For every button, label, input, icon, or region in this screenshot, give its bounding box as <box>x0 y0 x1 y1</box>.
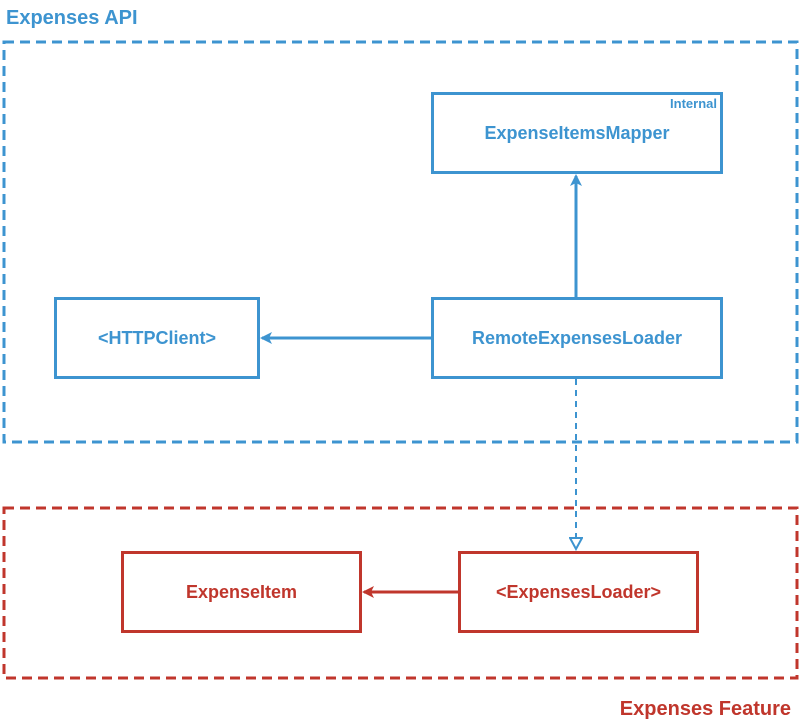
internal-badge: Internal <box>670 96 717 111</box>
api-module-boundary <box>2 40 799 444</box>
expenses-loader-label: <ExpensesLoader> <box>495 581 662 602</box>
remote-expenses-loader-label: RemoteExpensesLoader <box>471 327 683 348</box>
feature-module-boundary <box>2 506 799 680</box>
expense-items-mapper-label: ExpenseItemsMapper <box>484 122 670 143</box>
feature-module-label: Expenses Feature <box>619 698 791 720</box>
expense-items-mapper-node: Internal ExpenseItemsMapper <box>431 92 723 174</box>
http-client-label: <HTTPClient> <box>97 327 217 348</box>
http-client-node: <HTTPClient> <box>54 297 260 379</box>
api-module-label: Expenses API <box>6 7 138 29</box>
expense-item-node: ExpenseItem <box>121 551 362 633</box>
expenses-loader-node: <ExpensesLoader> <box>458 551 699 633</box>
expense-item-label: ExpenseItem <box>185 581 298 602</box>
remote-expenses-loader-node: RemoteExpensesLoader <box>431 297 723 379</box>
